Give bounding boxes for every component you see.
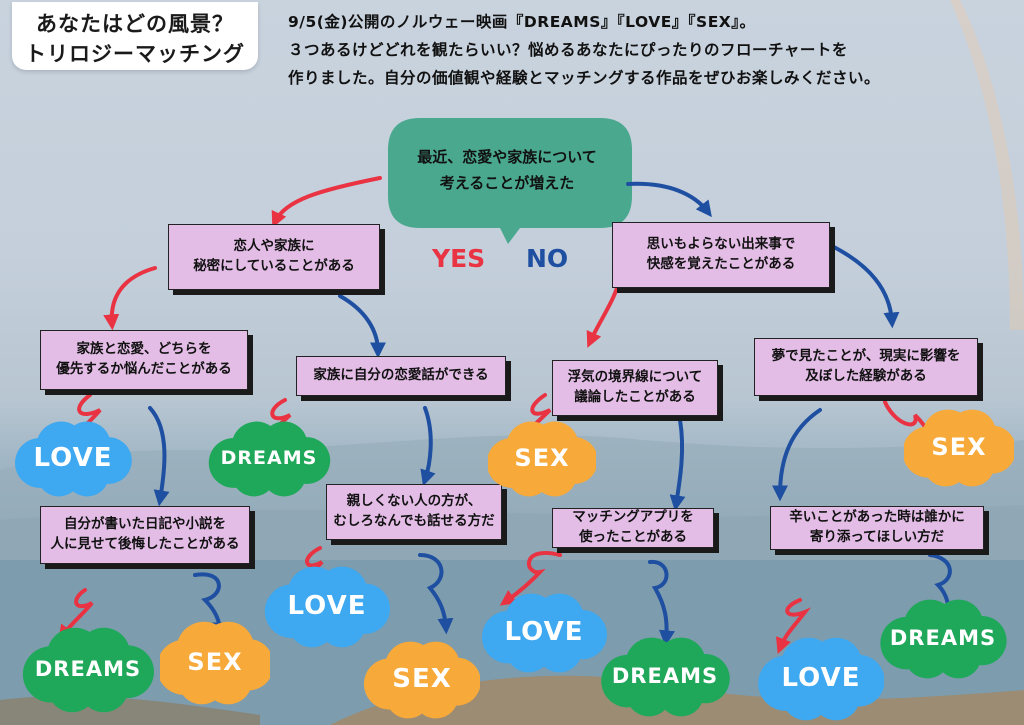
- result-label: SEX: [931, 433, 987, 462]
- question-unexpected: 思いもよらない出来事で快感を覚えたことがある: [612, 222, 830, 288]
- result-love-cloud: LOVE: [264, 565, 390, 649]
- arrow-no-cheating: [669, 418, 686, 512]
- arrow-yes-secret: [103, 266, 157, 331]
- question-secret: 恋人や家族に秘密にしていることがある: [168, 224, 380, 290]
- question-hard: 辛いことがあった時は誰かに寄り添ってほしい方だ: [770, 506, 984, 550]
- result-label: LOVE: [504, 616, 584, 647]
- title-line-2: トリロジーマッチング: [25, 42, 245, 66]
- question-stranger: 親しくない人の方が、むしろなんでも話せる方だ: [326, 484, 502, 540]
- yes-label: YES: [432, 244, 486, 273]
- no-label: NO: [526, 244, 569, 273]
- result-love-cloud: LOVE: [14, 420, 132, 498]
- result-dreams-cloud: DREAMS: [598, 636, 732, 718]
- arrow-no-family-talk: [420, 406, 436, 487]
- question-priority: 家族と恋愛、どちらを優先するか悩んだことがある: [40, 330, 248, 390]
- arrow-no-app: [648, 559, 675, 647]
- arrow-no-stranger: [418, 553, 454, 635]
- result-sex-cloud: SEX: [488, 420, 596, 498]
- arrow-yes-hard: [775, 598, 812, 654]
- result-dreams-cloud: DREAMS: [22, 626, 154, 714]
- arrow-yes-start: [271, 176, 382, 228]
- title-line-1: あなたはどの風景？: [36, 12, 234, 36]
- question-app: マッチングアプリを使ったことがある: [552, 508, 714, 548]
- result-love-cloud: LOVE: [758, 636, 884, 722]
- result-label: SEX: [514, 444, 570, 473]
- title-box: あなたはどの風景？ トリロジーマッチング: [12, 2, 258, 70]
- result-dreams-cloud: DREAMS: [206, 420, 332, 498]
- result-label: SEX: [187, 648, 243, 677]
- arrow-no-unexpected: [828, 243, 900, 329]
- result-label: DREAMS: [220, 447, 318, 470]
- result-dreams-cloud: DREAMS: [878, 598, 1008, 680]
- result-sex-cloud: SEX: [364, 640, 480, 720]
- result-love-cloud: LOVE: [480, 592, 608, 674]
- arrow-no-secret: [338, 294, 386, 359]
- question-cheating: 浮気の境界線について議論したことがある: [552, 360, 718, 416]
- result-label: SEX: [392, 663, 452, 694]
- arrow-no-dream: [772, 408, 822, 502]
- result-label: DREAMS: [889, 625, 997, 650]
- intro-line-1: 9/5(金)公開のノルウェー映画『DREAMS』『LOVE』『SEX』。: [288, 13, 756, 31]
- start-question-line-2: 考えることが増えた: [439, 173, 575, 192]
- intro-line-2: ３つあるけどどれを観たらいい？悩めるあなたにぴったりのフローチャートを: [288, 41, 848, 59]
- start-question-line-1: 最近、恋愛や家族について: [417, 148, 597, 166]
- result-label: LOVE: [287, 590, 367, 621]
- arrow-no-diary: [193, 572, 228, 639]
- arrow-no-start: [626, 181, 712, 218]
- result-label: LOVE: [33, 442, 113, 473]
- result-label: DREAMS: [34, 656, 142, 681]
- question-dream: 夢で見たことが、現実に影響を及ぼした経験がある: [754, 338, 978, 396]
- arrow-yes-app: [499, 551, 562, 606]
- question-diary: 自分が書いた日記や小説を人に見せて後悔したことがある: [40, 506, 250, 564]
- start-question: 最近、恋愛や家族について 考えることが増えた: [392, 145, 622, 196]
- question-family-talk: 家族に自分の恋愛話ができる: [296, 356, 506, 396]
- arrow-yes-diary: [58, 588, 94, 642]
- result-label: LOVE: [781, 662, 861, 693]
- result-sex-cloud: SEX: [904, 408, 1014, 488]
- result-label: DREAMS: [611, 663, 719, 688]
- arrow-no-priority: [148, 406, 170, 507]
- result-sex-cloud: SEX: [160, 620, 270, 706]
- intro-line-3: 作りました。自分の価値観や経験とマッチングする作品をぜひお楽しみください。: [288, 69, 881, 87]
